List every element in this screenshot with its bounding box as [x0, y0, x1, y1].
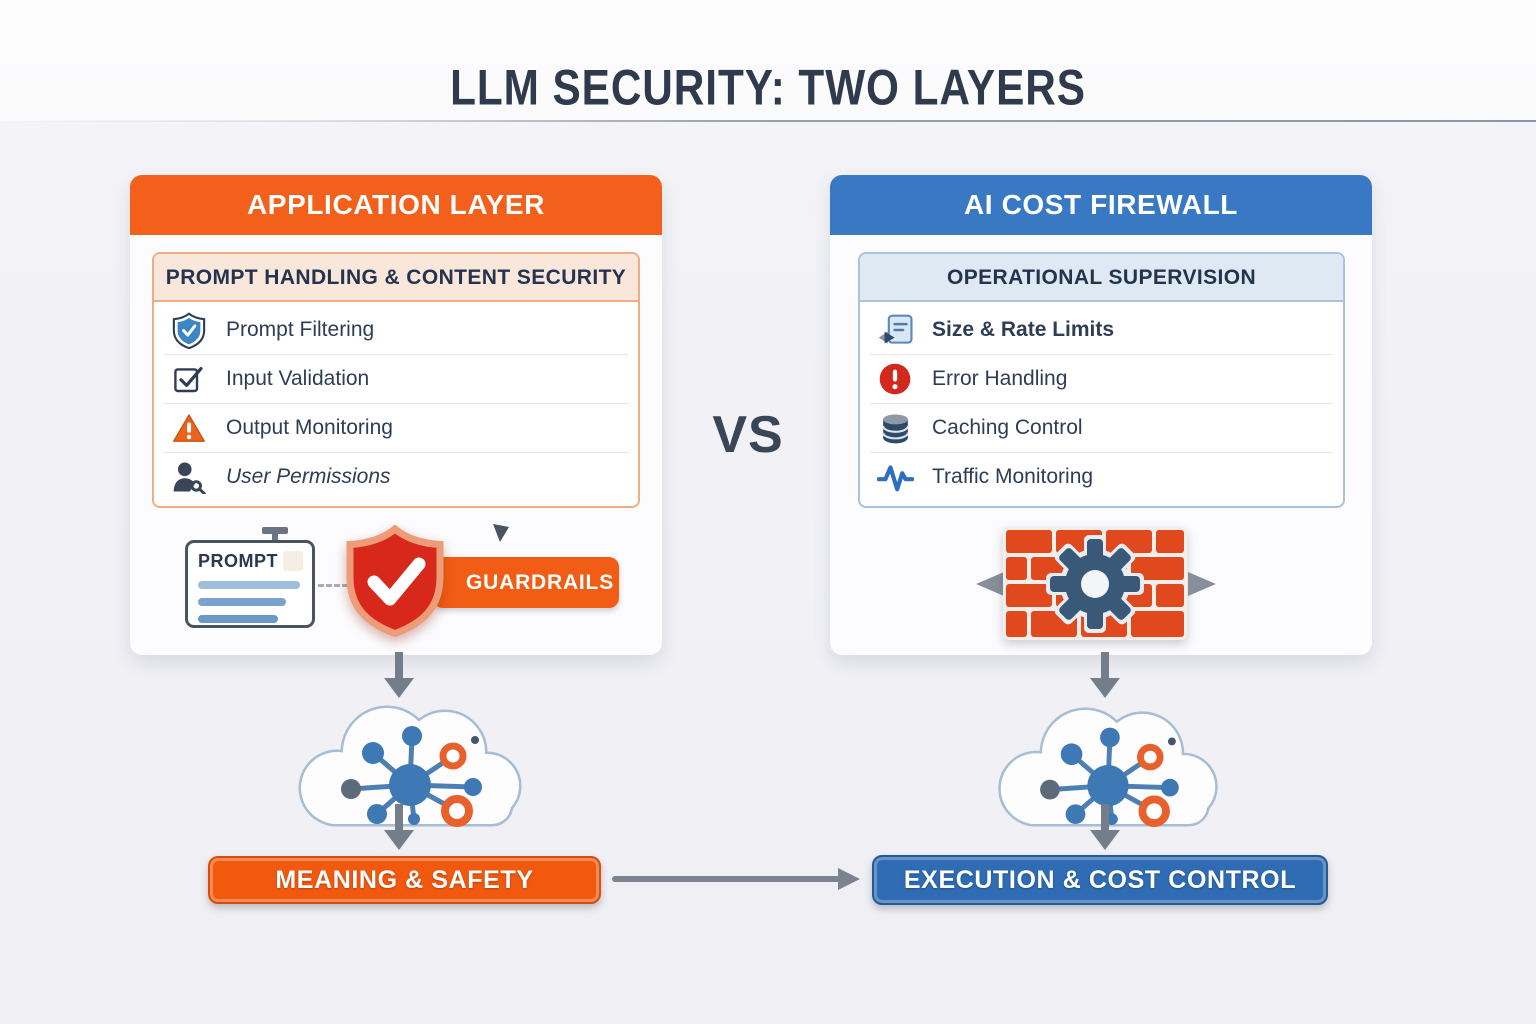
- application-layer-list: Prompt Filtering Input Validation: [154, 302, 638, 505]
- item-label: Prompt Filtering: [226, 318, 375, 341]
- ai-cost-firewall-panel: AI COST FIREWALL OPERATIONAL SUPERVISION: [830, 175, 1372, 655]
- prompt-text-line: [198, 581, 300, 589]
- list-item-size-rate-limits: Size & Rate Limits: [860, 306, 1343, 354]
- row-divider: [164, 403, 628, 404]
- page-title: LLM SECURITY: TWO LAYERS: [450, 59, 1086, 116]
- meaning-safety-label: MEANING & SAFETY: [275, 865, 534, 894]
- checkbox-check-icon: [170, 363, 208, 395]
- dashed-connector: [318, 584, 348, 587]
- shield-check-large-icon: [346, 525, 444, 637]
- user-key-icon: [170, 460, 208, 494]
- list-item-error-handling: Error Handling: [860, 355, 1343, 403]
- warning-triangle-icon: [170, 413, 208, 444]
- cloud-network-icon: [298, 705, 522, 827]
- right-arrow-icon: [1188, 572, 1216, 596]
- database-icon: [876, 412, 914, 445]
- list-item-input-validation: Input Validation: [154, 355, 638, 403]
- firewall-brick-wall-icon: [1003, 527, 1187, 640]
- down-arrow-icon: [1090, 652, 1120, 698]
- item-label: Output Monitoring: [226, 416, 393, 439]
- row-divider: [870, 403, 1333, 404]
- vs-label: VS: [712, 406, 784, 464]
- list-item-output-monitoring: Output Monitoring: [154, 404, 638, 452]
- prompt-text-line: [198, 615, 278, 623]
- row-divider: [164, 452, 628, 453]
- ai-cost-firewall-list: Size & Rate Limits Error Handling: [860, 302, 1343, 505]
- prompt-handling-box: PROMPT HANDLING & CONTENT SECURITY Promp…: [152, 252, 640, 508]
- error-circle-icon: [876, 362, 914, 396]
- right-flow-arrow-icon: [612, 868, 860, 890]
- down-arrow-icon: [384, 652, 414, 698]
- gear-icon: [1046, 535, 1144, 633]
- item-label: User Permissions: [226, 465, 391, 488]
- item-label: Caching Control: [932, 416, 1083, 439]
- pulse-icon: [876, 462, 914, 493]
- left-arrow-icon: [976, 572, 1004, 596]
- cloud-network-icon: [998, 707, 1218, 827]
- guardrails-label: GUARDRAILS: [466, 570, 614, 594]
- size-rate-limits-icon: [876, 313, 914, 347]
- operational-supervision-box: OPERATIONAL SUPERVISION Size & Rate Limi…: [858, 252, 1345, 508]
- list-item-caching-control: Caching Control: [860, 404, 1343, 452]
- title-divider: [0, 120, 1536, 122]
- execution-cost-control-badge: EXECUTION & COST CONTROL: [872, 855, 1328, 905]
- pin-icon: [262, 527, 288, 545]
- item-label: Traffic Monitoring: [932, 465, 1094, 488]
- row-divider: [164, 354, 628, 355]
- title-band: [0, 0, 1536, 121]
- down-arrow-icon: [1090, 804, 1120, 850]
- execution-cost-control-label: EXECUTION & COST CONTROL: [903, 865, 1297, 894]
- shield-check-icon: [170, 311, 208, 349]
- row-divider: [870, 354, 1333, 355]
- list-item-prompt-filtering: Prompt Filtering: [154, 306, 638, 354]
- ai-cost-firewall-header: AI COST FIREWALL: [830, 175, 1372, 235]
- prompt-card-thumbnail: [283, 551, 303, 571]
- prompt-card-title: PROMPT: [198, 551, 279, 571]
- down-arrow-icon: [384, 804, 414, 850]
- prompt-card: PROMPT: [185, 540, 315, 628]
- prompt-text-line: [198, 598, 286, 606]
- list-item-user-permissions: User Permissions: [154, 453, 638, 501]
- guardrails-badge: GUARDRAILS: [433, 557, 619, 608]
- row-divider: [870, 452, 1333, 453]
- small-down-arrow-icon: [493, 524, 509, 542]
- operational-supervision-title: OPERATIONAL SUPERVISION: [860, 254, 1343, 302]
- application-layer-panel: APPLICATION LAYER PROMPT HANDLING & CONT…: [130, 175, 662, 655]
- list-item-traffic-monitoring: Traffic Monitoring: [860, 453, 1343, 501]
- application-layer-header: APPLICATION LAYER: [130, 175, 662, 235]
- item-label: Input Validation: [226, 367, 370, 390]
- meaning-safety-badge: MEANING & SAFETY: [208, 856, 601, 904]
- item-label: Error Handling: [932, 367, 1068, 390]
- prompt-handling-title: PROMPT HANDLING & CONTENT SECURITY: [154, 254, 638, 302]
- item-label: Size & Rate Limits: [932, 318, 1115, 341]
